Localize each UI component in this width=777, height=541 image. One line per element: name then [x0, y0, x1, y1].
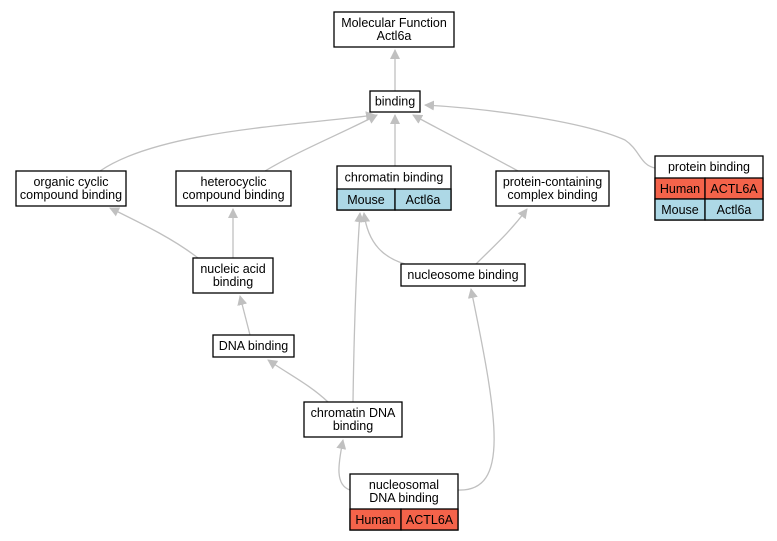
gene-cell — [704, 198, 764, 221]
gene-cell — [394, 188, 452, 211]
gene-cell — [400, 508, 459, 531]
edge-heterocyclic-to-binding — [264, 114, 378, 172]
node-label: binding — [333, 419, 373, 433]
annotation-row-human: Human ACTL6A — [349, 508, 459, 531]
edge-protein-complex-to-binding — [412, 114, 519, 172]
node-label: DNA binding — [369, 491, 439, 505]
node-dna-binding[interactable]: DNA binding — [212, 334, 295, 358]
node-label: protein-containing — [503, 175, 602, 189]
edge-chromatin-dna-to-dna-binding — [267, 359, 329, 403]
gene-label: ACTL6A — [710, 182, 758, 196]
edge-organic-to-binding — [99, 111, 376, 172]
node-label: compound binding — [182, 188, 284, 202]
species-label: Human — [355, 513, 395, 527]
node-box — [333, 11, 455, 48]
node-nucleosome[interactable]: nucleosome binding — [400, 263, 526, 287]
annotation-row-mouse: Mouse Actl6a — [654, 198, 764, 221]
edge-dna-binding-to-nucleic-acid — [237, 295, 251, 336]
edge-nucleosomal-dna-to-nucleosome — [457, 288, 495, 491]
node-label: compound binding — [20, 188, 122, 202]
gene-label: ACTL6A — [406, 513, 454, 527]
node-label: nucleic acid — [200, 262, 265, 276]
node-label: DNA binding — [219, 339, 289, 353]
node-label: binding — [375, 95, 415, 109]
node-box — [15, 170, 127, 207]
species-label: Mouse — [347, 193, 385, 207]
node-label: Molecular Function — [341, 16, 447, 30]
node-box — [369, 90, 421, 113]
node-label: chromatin DNA — [311, 406, 396, 420]
node-label: binding — [213, 275, 253, 289]
edge-protein-binding-to-binding — [424, 100, 656, 169]
node-label: heterocyclic — [201, 175, 267, 189]
node-label: Actl6a — [377, 29, 412, 43]
node-box — [212, 334, 295, 358]
node-box — [495, 170, 610, 207]
node-box — [192, 257, 274, 294]
edge-nucleosomal-dna-to-chromatin-dna — [336, 439, 351, 491]
edge-chromatin-dna-to-chromatin-binding — [352, 212, 365, 403]
node-label: protein binding — [668, 160, 750, 174]
node-label: complex binding — [507, 188, 597, 202]
species-label: Mouse — [661, 203, 699, 217]
annotation-row-mouse: Mouse Actl6a — [336, 188, 452, 211]
edges-layer — [99, 49, 656, 491]
edge-nucleic-acid-to-organic — [109, 207, 199, 259]
species-label: Human — [660, 182, 700, 196]
node-label: nucleosomal — [369, 478, 439, 492]
node-box — [303, 401, 403, 438]
node-box — [175, 170, 292, 207]
node-label: chromatin binding — [345, 171, 444, 185]
annotation-row-human: Human ACTL6A — [654, 177, 764, 200]
node-binding[interactable]: binding — [369, 90, 421, 113]
edge-nucleosome-to-protein-complex — [475, 208, 528, 265]
node-label: nucleosome binding — [407, 268, 518, 282]
edge-nucleosome-to-chromatin-binding — [360, 212, 406, 265]
node-box — [400, 263, 526, 287]
gene-label: Actl6a — [717, 203, 752, 217]
node-label: organic cyclic — [33, 175, 108, 189]
gene-label: Actl6a — [406, 193, 441, 207]
